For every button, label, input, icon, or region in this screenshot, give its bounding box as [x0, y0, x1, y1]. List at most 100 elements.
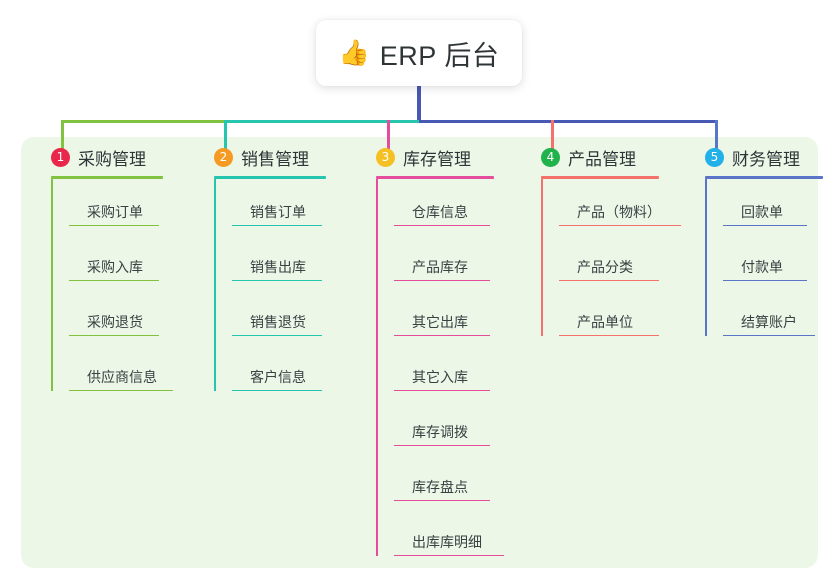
list-item-label: 产品单位 — [577, 314, 633, 330]
list-item-rule — [559, 279, 659, 281]
column-header-1[interactable]: 1 采购管理 — [33, 144, 163, 170]
list-item-rule — [559, 224, 681, 226]
list-item-label: 产品库存 — [412, 259, 468, 275]
list-item-rule — [394, 554, 504, 556]
list-item-label: 产品分类 — [577, 259, 633, 275]
column-title: 库存管理 — [403, 149, 471, 169]
list-item[interactable]: 销售出库 — [214, 234, 326, 289]
list-item-rule — [69, 279, 159, 281]
list-item-rule — [394, 224, 490, 226]
diagram-title-card: 👍 ERP 后台 — [316, 20, 522, 86]
list-item[interactable]: 产品分类 — [541, 234, 659, 289]
column-rail — [51, 179, 53, 391]
page-title: ERP 后台 — [379, 40, 500, 71]
list-item[interactable]: 库存盘点 — [376, 454, 494, 509]
list-item[interactable]: 销售订单 — [214, 179, 326, 234]
list-item-rule — [232, 334, 322, 336]
bus-segment-3 — [419, 120, 718, 123]
column-rail — [376, 179, 378, 556]
column-header-rule — [541, 176, 659, 179]
list-item-label: 其它入库 — [412, 369, 468, 385]
drop-connector-2 — [224, 120, 227, 152]
drop-connector-1 — [61, 120, 64, 152]
list-item-label: 采购入库 — [87, 259, 143, 275]
column-items: 仓库信息产品库存其它出库其它入库库存调拨库存盘点出库库明细 — [358, 179, 504, 564]
list-item-label: 销售出库 — [250, 259, 306, 275]
column-header-2[interactable]: 2 销售管理 — [196, 144, 326, 170]
list-item-rule — [69, 334, 159, 336]
list-item-label: 销售订单 — [250, 204, 306, 220]
column-items: 回款单付款单结算账户 — [687, 179, 823, 344]
trunk-connector — [417, 86, 421, 123]
list-item[interactable]: 产品（物料） — [541, 179, 681, 234]
list-item-rule — [232, 389, 322, 391]
list-item-label: 其它出库 — [412, 314, 468, 330]
list-item[interactable]: 仓库信息 — [376, 179, 494, 234]
list-item-label: 付款单 — [741, 259, 783, 275]
list-item[interactable]: 采购退货 — [51, 289, 163, 344]
diagram-panel — [21, 137, 818, 568]
list-item-rule — [394, 389, 490, 391]
list-item[interactable]: 产品单位 — [541, 289, 659, 344]
list-item-label: 回款单 — [741, 204, 783, 220]
list-item-rule — [723, 279, 807, 281]
column-1: 1 采购管理采购订单采购入库采购退货供应商信息 — [33, 144, 173, 399]
list-item[interactable]: 库存调拨 — [376, 399, 494, 454]
column-title: 销售管理 — [241, 149, 309, 169]
list-item-rule — [69, 389, 173, 391]
list-item[interactable]: 回款单 — [705, 179, 823, 234]
list-item-rule — [69, 224, 159, 226]
column-5: 5 财务管理回款单付款单结算账户 — [687, 144, 823, 344]
list-item[interactable]: 采购入库 — [51, 234, 163, 289]
list-item[interactable]: 供应商信息 — [51, 344, 173, 399]
list-item[interactable]: 销售退货 — [214, 289, 326, 344]
list-item-label: 产品（物料） — [577, 204, 661, 220]
column-items: 产品（物料） 产品分类产品单位 — [523, 179, 681, 344]
list-item-label: 销售退货 — [250, 314, 306, 330]
column-items: 销售订单销售出库销售退货客户信息 — [196, 179, 326, 399]
list-item-label: 出库库明细 — [412, 534, 482, 550]
number-badge-icon: 2 — [214, 147, 233, 167]
bus-segment-1 — [61, 120, 224, 123]
list-item-rule — [559, 334, 659, 336]
column-rail — [705, 179, 707, 336]
list-item[interactable]: 其它入库 — [376, 344, 494, 399]
column-header-5[interactable]: 5 财务管理 — [687, 144, 823, 170]
column-title: 采购管理 — [78, 149, 146, 169]
column-header-rule — [51, 176, 163, 179]
column-items: 采购订单采购入库采购退货供应商信息 — [33, 179, 173, 399]
bus-segment-2 — [224, 120, 419, 123]
list-item-rule — [232, 224, 322, 226]
column-header-rule — [376, 176, 494, 179]
list-item[interactable]: 结算账户 — [705, 289, 823, 344]
list-item[interactable]: 付款单 — [705, 234, 823, 289]
list-item-label: 客户信息 — [250, 369, 306, 385]
number-badge-icon: 4 — [541, 147, 560, 167]
list-item-rule — [394, 334, 490, 336]
list-item[interactable]: 采购订单 — [51, 179, 163, 234]
drop-connector-4 — [551, 120, 554, 152]
list-item[interactable]: 客户信息 — [214, 344, 326, 399]
list-item[interactable]: 出库库明细 — [376, 509, 504, 564]
list-item-rule — [723, 334, 815, 336]
list-item-label: 仓库信息 — [412, 204, 468, 220]
list-item[interactable]: 产品库存 — [376, 234, 494, 289]
list-item-rule — [394, 499, 490, 501]
column-rail — [541, 179, 543, 336]
column-2: 2 销售管理销售订单销售出库销售退货客户信息 — [196, 144, 326, 399]
number-badge-icon: 1 — [51, 147, 70, 167]
column-header-rule — [705, 176, 823, 179]
list-item-label: 库存调拨 — [412, 424, 468, 440]
list-item-rule — [394, 279, 490, 281]
list-item-rule — [394, 444, 490, 446]
list-item-label: 采购退货 — [87, 314, 143, 330]
column-title: 财务管理 — [732, 149, 800, 169]
number-badge-icon: 5 — [705, 147, 724, 167]
list-item[interactable]: 其它出库 — [376, 289, 494, 344]
list-item-label: 库存盘点 — [412, 479, 468, 495]
list-item-label: 供应商信息 — [87, 369, 157, 385]
